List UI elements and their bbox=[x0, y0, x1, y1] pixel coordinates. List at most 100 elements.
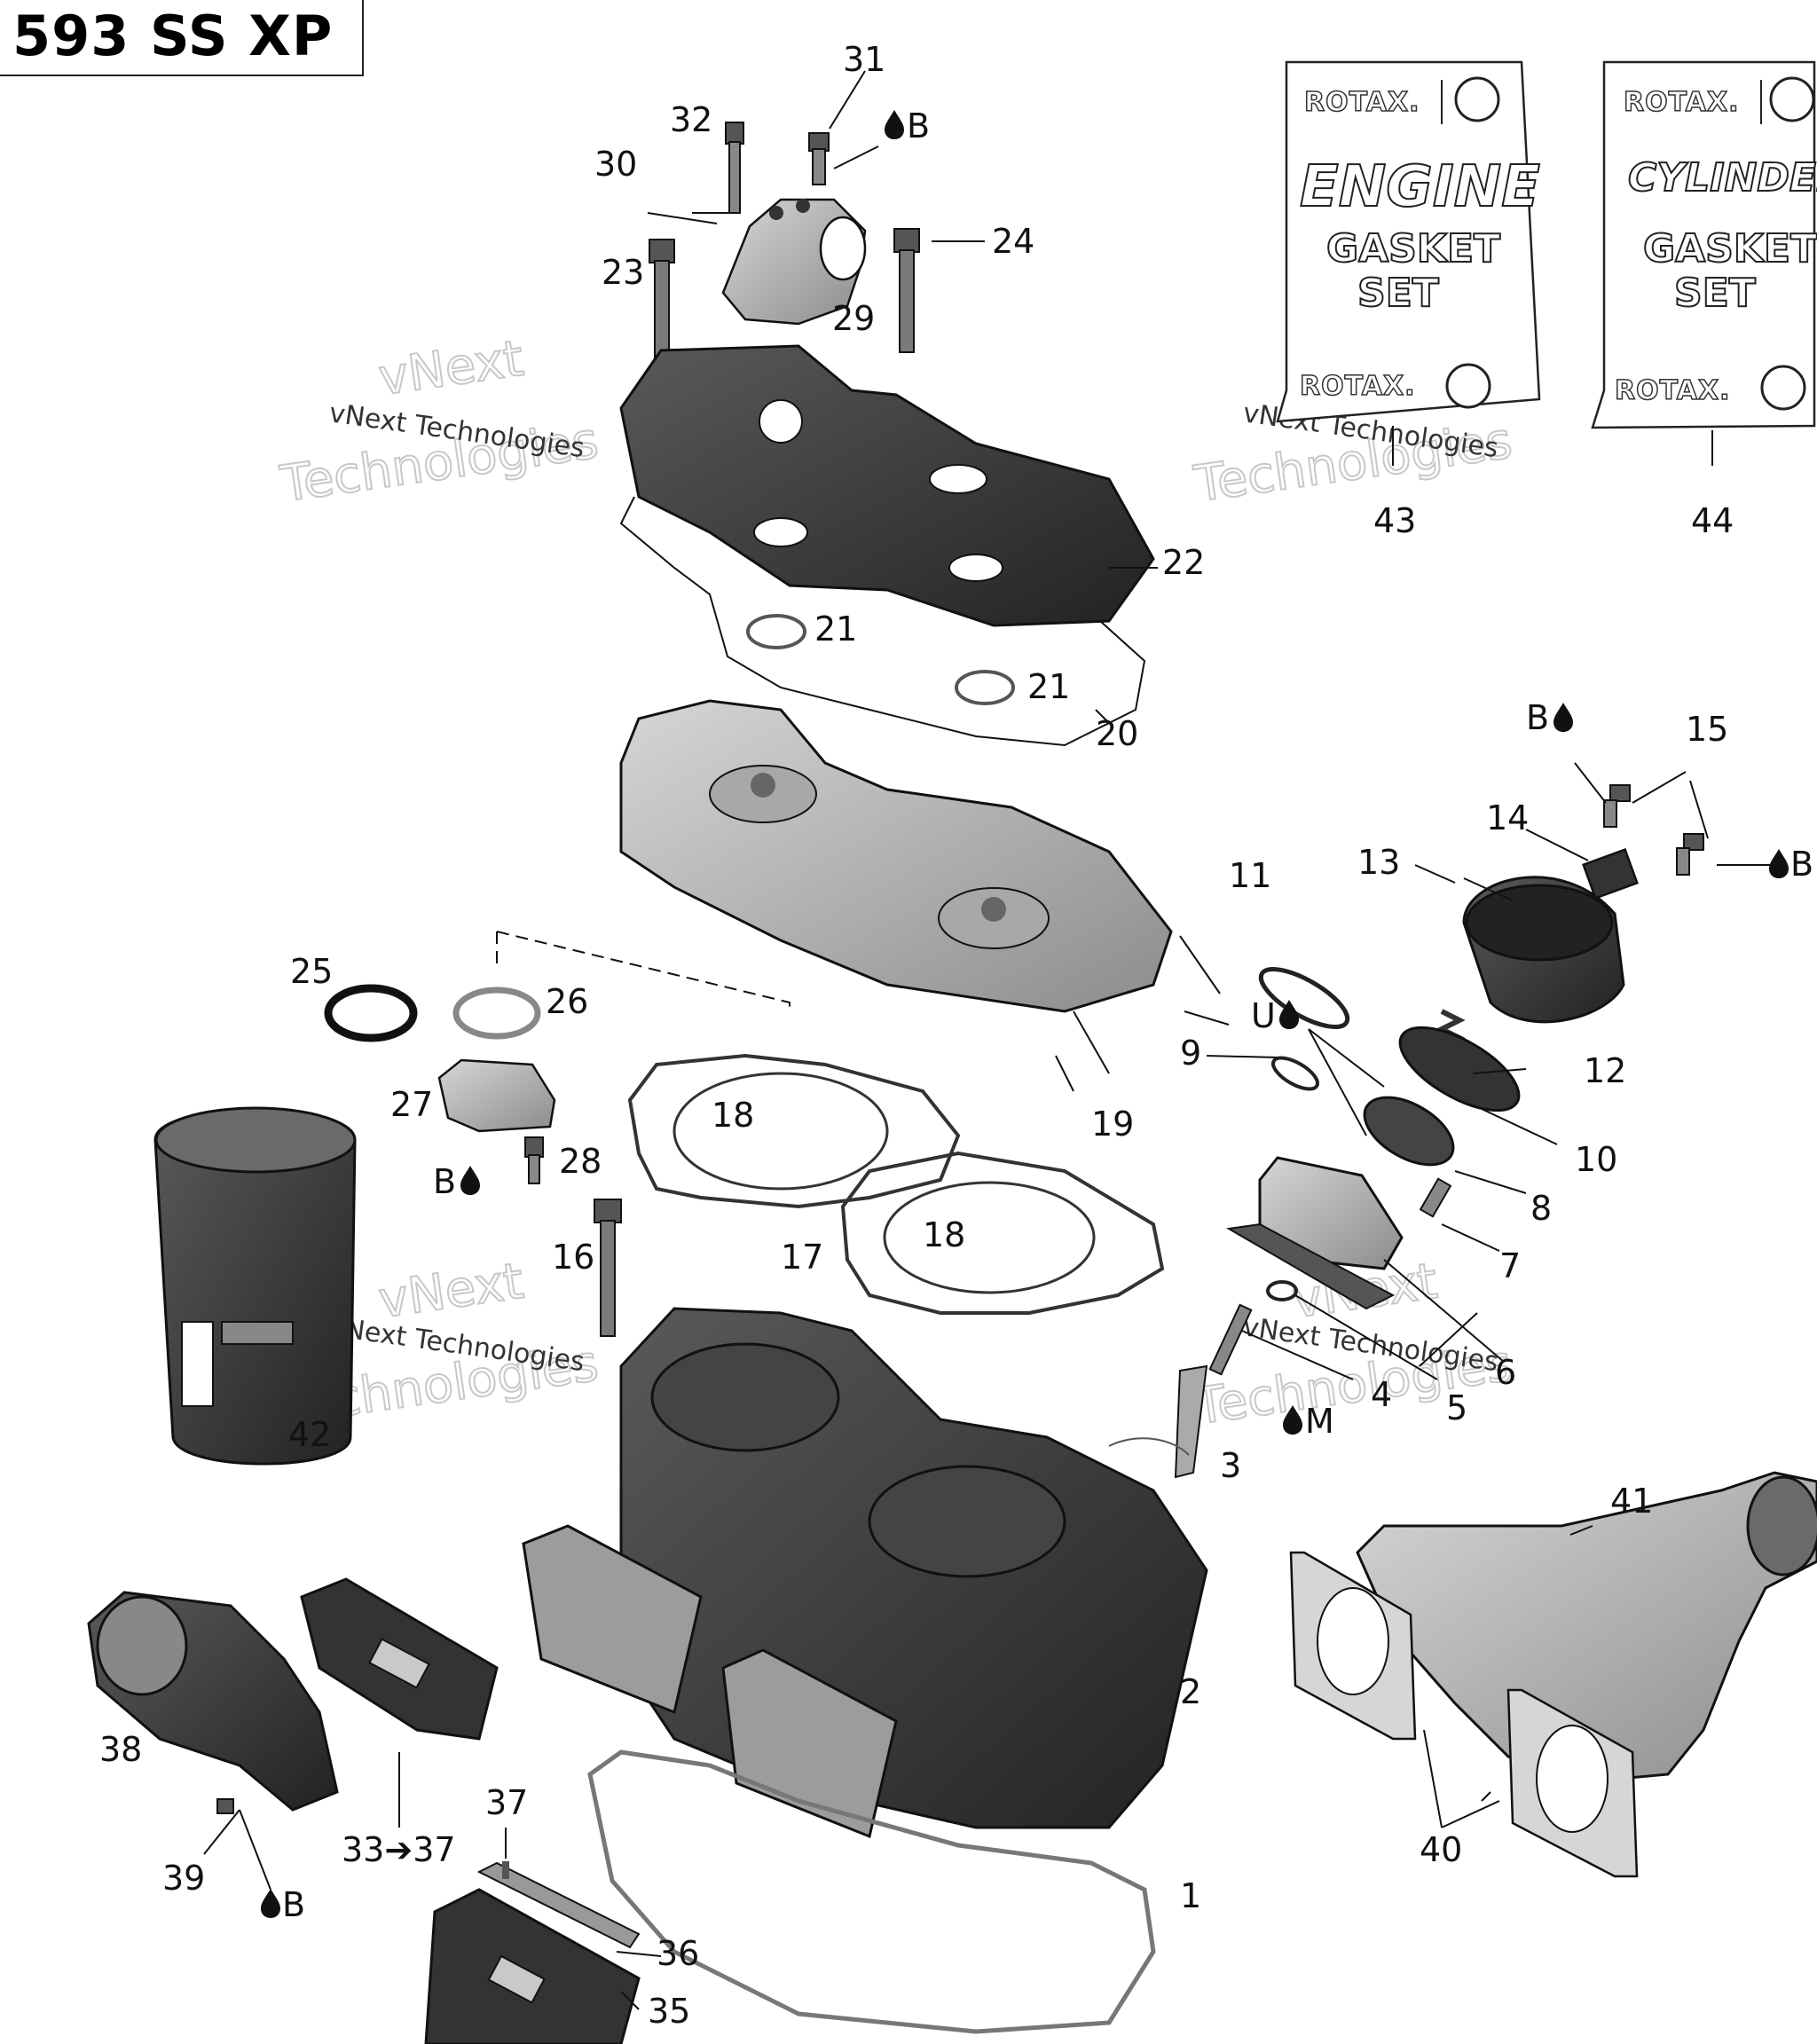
leader-lines bbox=[203, 70, 1779, 2010]
callout-30: 30 bbox=[594, 145, 637, 184]
kit-engine-gasket-set: ROTAX. ENGINE GASKET SET ROTAX. bbox=[1276, 60, 1541, 423]
bolt-23 bbox=[649, 239, 675, 364]
callout-40: 40 bbox=[1420, 1830, 1462, 1869]
base-gasket-1 bbox=[587, 1749, 1156, 2034]
callout-12: 12 bbox=[1584, 1051, 1626, 1090]
callout-42: 42 bbox=[288, 1415, 331, 1454]
callout-4: 4 bbox=[1371, 1375, 1392, 1414]
lubricant-b-top: B bbox=[907, 106, 930, 145]
callout-33-37: 33➔37 bbox=[342, 1830, 456, 1869]
callout-23: 23 bbox=[602, 253, 644, 292]
cylinder-block-2 bbox=[522, 1307, 1208, 1839]
diaphragm-10 bbox=[1398, 1026, 1521, 1112]
bolt-24 bbox=[893, 228, 920, 353]
washer-5 bbox=[1266, 1280, 1298, 1301]
kit-cylinder-gasket-set: ROTAX. CYLINDER GASKET SET ROTAX. bbox=[1591, 60, 1817, 429]
cover-27 bbox=[437, 1058, 556, 1133]
rotax-logo-icon bbox=[1454, 76, 1500, 122]
callouts: 1 2 3 4 5 6 7 8 9 10 11 12 13 14 15 16 1… bbox=[99, 40, 1734, 2031]
kit-line3: SET bbox=[1357, 271, 1439, 316]
kit-line2: GASKET bbox=[1326, 226, 1500, 271]
diagram-title: 593 SS XP bbox=[12, 4, 334, 68]
lubricant-b-cover: B bbox=[433, 1162, 456, 1201]
callout-15: 15 bbox=[1686, 710, 1728, 749]
callout-36: 36 bbox=[657, 1934, 699, 1973]
callout-24: 24 bbox=[992, 222, 1034, 261]
kit-brand-top: ROTAX. bbox=[1304, 87, 1420, 118]
callout-18b: 18 bbox=[923, 1215, 965, 1254]
callout-43: 43 bbox=[1373, 501, 1416, 540]
lubricant-markers: B B B B B U M bbox=[261, 106, 1813, 1924]
screw-39 bbox=[216, 1798, 234, 1814]
o-ring-25 bbox=[324, 984, 418, 1042]
screw-28 bbox=[524, 1136, 544, 1184]
gasket-18a bbox=[673, 1072, 889, 1191]
reed-valve-35-36 bbox=[424, 1861, 641, 2044]
screw-15b bbox=[1676, 833, 1704, 876]
callout-8: 8 bbox=[1530, 1189, 1552, 1228]
kit-line2: GASKET bbox=[1643, 226, 1817, 271]
dashed-leader bbox=[496, 931, 791, 1011]
callout-41: 41 bbox=[1610, 1482, 1653, 1521]
callout-5: 5 bbox=[1446, 1388, 1467, 1427]
clip-3 bbox=[1108, 1437, 1190, 1456]
gasket-18b bbox=[883, 1181, 1096, 1294]
callout-27: 27 bbox=[390, 1085, 433, 1124]
callout-13: 13 bbox=[1357, 843, 1400, 882]
callout-7: 7 bbox=[1499, 1246, 1521, 1285]
kit-brand-bottom: ROTAX. bbox=[1615, 375, 1730, 406]
callout-26: 26 bbox=[546, 982, 588, 1021]
screw-37 bbox=[502, 1861, 509, 1879]
piston-8 bbox=[1363, 1096, 1455, 1167]
callout-14: 14 bbox=[1486, 798, 1529, 837]
cylinder-sleeve-42 bbox=[153, 1106, 357, 1466]
callout-22: 22 bbox=[1162, 543, 1205, 582]
callout-1: 1 bbox=[1180, 1876, 1201, 1915]
callout-28: 28 bbox=[559, 1142, 602, 1181]
screw-7 bbox=[1419, 1177, 1452, 1218]
cap-14 bbox=[1582, 848, 1639, 900]
lubricant-b-right: B bbox=[1790, 845, 1813, 884]
callout-29: 29 bbox=[832, 299, 875, 338]
callout-9: 9 bbox=[1180, 1034, 1201, 1073]
cylinder-head-19 bbox=[619, 699, 1173, 1013]
callout-20: 20 bbox=[1096, 714, 1138, 753]
callout-19: 19 bbox=[1091, 1105, 1134, 1144]
callout-32: 32 bbox=[670, 100, 712, 139]
o-ring-9 bbox=[1271, 1056, 1319, 1091]
lubricant-u: U bbox=[1251, 996, 1276, 1035]
bolt-32 bbox=[725, 122, 744, 214]
watermark-top-left: vNext Technologies vNext Technologies bbox=[276, 329, 602, 515]
gasket-17-left bbox=[627, 1053, 961, 1209]
callout-11: 11 bbox=[1229, 856, 1271, 895]
water-outlet-29 bbox=[721, 198, 867, 326]
lubricant-b-intake: B bbox=[282, 1885, 305, 1924]
callout-38: 38 bbox=[99, 1730, 142, 1769]
callout-18a: 18 bbox=[712, 1096, 754, 1135]
watermark-brand: vNext bbox=[375, 1253, 527, 1330]
callout-25: 25 bbox=[290, 952, 333, 991]
lubricant-b-rave: B bbox=[1526, 698, 1549, 737]
reed-valve-block-33 bbox=[300, 1577, 499, 1741]
callout-6: 6 bbox=[1495, 1353, 1516, 1392]
callout-10: 10 bbox=[1575, 1140, 1617, 1179]
rotax-logo-icon bbox=[1760, 365, 1806, 411]
callout-16: 16 bbox=[552, 1238, 594, 1277]
bolt-31 bbox=[808, 132, 830, 185]
gasket-17-right bbox=[840, 1151, 1165, 1315]
callout-17: 17 bbox=[781, 1238, 823, 1277]
screw-15a bbox=[1603, 784, 1631, 828]
lubricant-m: M bbox=[1305, 1402, 1334, 1441]
kit-brand-bottom: ROTAX. bbox=[1300, 371, 1415, 402]
rave-valve-cover-13 bbox=[1462, 876, 1625, 1024]
gasket-26 bbox=[452, 987, 541, 1040]
watermark-brand: vNext bbox=[375, 330, 527, 407]
diagram-title-box: 593 SS XP bbox=[0, 0, 364, 76]
exhaust-manifold-41 bbox=[1356, 1471, 1817, 1785]
kit-line1: ENGINE bbox=[1300, 154, 1540, 220]
o-ring-21a bbox=[746, 614, 806, 649]
rotax-logo-icon bbox=[1445, 363, 1491, 409]
callout-37: 37 bbox=[485, 1783, 528, 1822]
head-gasket-20 bbox=[619, 496, 1146, 747]
